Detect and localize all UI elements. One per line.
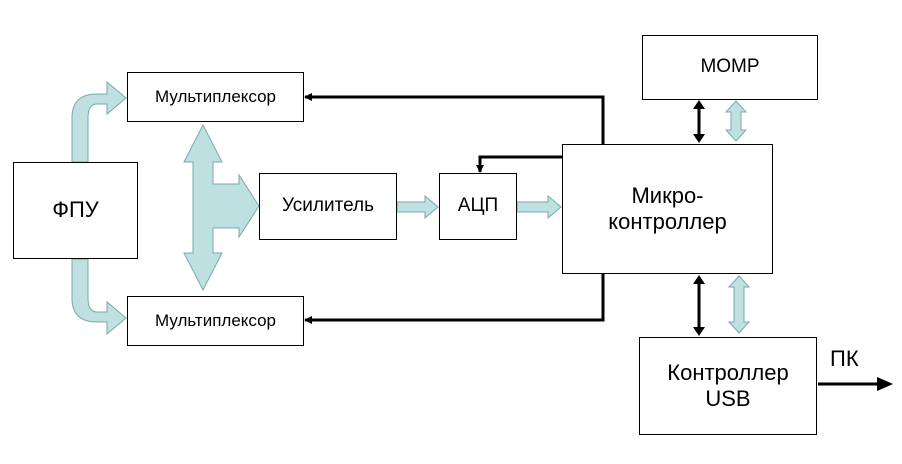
usb-to-pc-arrow — [818, 377, 893, 391]
fpu-block: ФПУ — [13, 162, 138, 259]
adc-label: АЦП — [457, 195, 499, 217]
mcu-momr-double-arrow — [693, 100, 705, 143]
fpu-label: ФПУ — [52, 197, 99, 223]
adc-block: АЦП — [439, 173, 517, 240]
microcontroller-label: Микро- контроллер — [608, 182, 727, 234]
amplifier-label: Усилитель — [281, 195, 375, 217]
pc-output-label: ПК — [830, 346, 859, 371]
fpu-to-mux-top-arrow — [71, 80, 127, 163]
multiplexer-bottom-label: Мультиплексор — [154, 310, 277, 330]
fpu-to-mux-bottom-arrow — [71, 258, 127, 336]
amplifier-to-adc-arrow — [396, 194, 439, 220]
usb-controller-block: Контроллер USB — [639, 337, 817, 435]
mcu-momr-bus-arrow — [724, 100, 748, 142]
adc-to-mcu-arrow — [516, 194, 562, 220]
microcontroller-block: Микро- контроллер — [562, 144, 773, 274]
mcu-usb-bus-arrow — [727, 275, 751, 334]
multiplexer-bottom-block: Мультиплексор — [127, 296, 304, 346]
mcu-usb-double-arrow — [693, 275, 705, 336]
mcu-to-adc-line — [476, 155, 562, 173]
momr-block: МОМР — [642, 35, 818, 100]
mcu-to-mux-bottom-line — [304, 274, 605, 324]
multiplexer-top-label: Мультиплексор — [154, 86, 277, 106]
multiplexer-top-block: Мультиплексор — [127, 72, 304, 122]
amplifier-block: Усилитель — [259, 173, 397, 240]
mux-amplifier-bus-arrow — [183, 123, 260, 292]
usb-controller-label: Контроллер USB — [667, 359, 789, 411]
momr-label: МОМР — [700, 56, 760, 78]
mcu-to-mux-top-line — [304, 93, 605, 144]
